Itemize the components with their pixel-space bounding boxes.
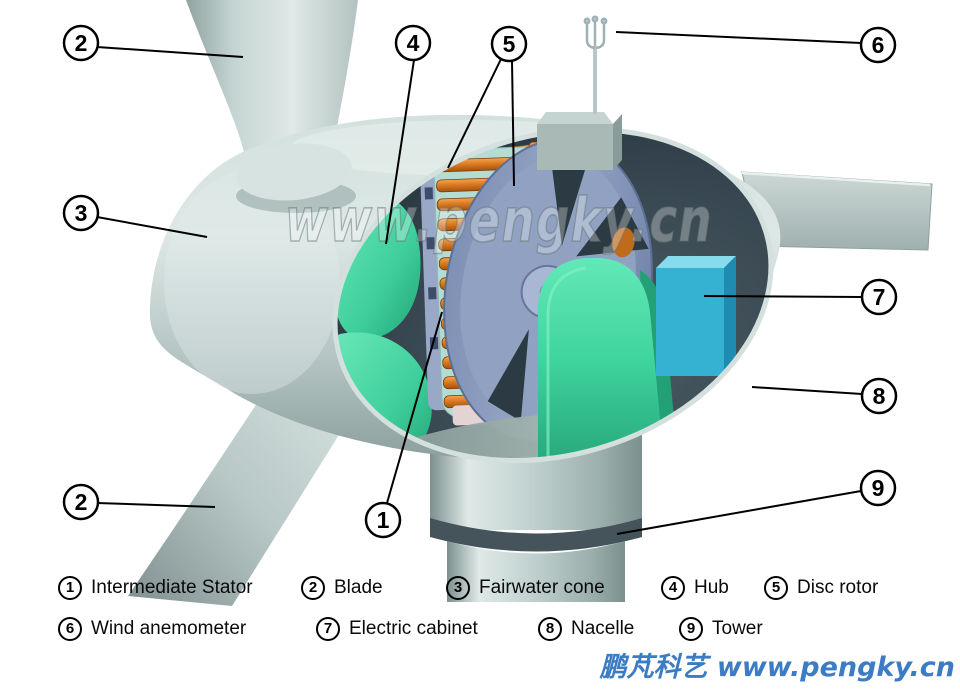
callout-blade-top: 2 (62, 24, 100, 62)
callout-line-blade-bottom (96, 502, 216, 508)
callout-line-cabinet (703, 295, 863, 298)
callout-blade-bottom: 2 (62, 483, 100, 521)
callout-line-cone (96, 216, 208, 238)
callout-number: 7 (873, 284, 886, 310)
legend-label-9: Tower (712, 617, 763, 639)
watermark-text: www.pengky.cn (285, 185, 713, 256)
callout-number: 1 (377, 507, 390, 533)
fairwater-cone (164, 170, 340, 394)
blade-rear-highlight (741, 171, 931, 187)
blade-collar (236, 143, 352, 201)
tower-flange (430, 518, 642, 552)
callout-line-stator (386, 311, 443, 504)
nacelle-opening-rim (332, 126, 774, 464)
callout-line-nacelle (751, 386, 863, 395)
legend-item-tower: 9 Tower (679, 616, 763, 641)
legend-item-electric-cabinet: 7 Electric cabinet (316, 616, 478, 641)
legend-num-9: 9 (679, 616, 703, 641)
callout-line-blade-top (96, 46, 244, 58)
legend-label-8: Nacelle (571, 617, 635, 639)
callout-number: 8 (873, 383, 886, 409)
legend-label-2: Blade (334, 576, 383, 598)
footer-brand: 鹏芃科艺 www.pengky.cn (599, 652, 955, 683)
legend-num-5: 5 (764, 575, 788, 600)
callout-nacelle: 8 (860, 377, 898, 415)
legend-label-1: Intermediate Stator (91, 576, 253, 598)
callout-disc-rotor: 5 (490, 25, 528, 63)
legend-item-hub: 4 Hub (661, 575, 729, 600)
callout-number: 3 (75, 200, 88, 226)
callout-number: 4 (407, 30, 420, 56)
callout-line-tower (616, 490, 862, 535)
legend-num-6: 6 (58, 616, 82, 641)
legend-num-8: 8 (538, 616, 562, 641)
callout-number: 2 (75, 30, 88, 56)
legend-item-blade: 2 Blade (301, 575, 383, 600)
legend-num-3: 3 (446, 575, 470, 600)
tower-lower (447, 541, 625, 602)
legend-item-fairwater-cone: 3 Fairwater cone (446, 575, 605, 600)
legend-num-2: 2 (301, 575, 325, 600)
callout-line-disc-right (511, 60, 515, 187)
callouts: 2 4 5 6 3 7 8 2 (62, 24, 898, 539)
legend-label-4: Hub (694, 576, 729, 598)
legend-label-3: Fairwater cone (479, 576, 605, 598)
legend-label-5: Disc rotor (797, 576, 879, 598)
legend-item-nacelle: 8 Nacelle (538, 616, 634, 641)
callout-number: 6 (872, 32, 885, 58)
legend-num-7: 7 (316, 616, 340, 641)
instrument-box (537, 112, 622, 170)
wind-anemometer-icon (583, 15, 608, 50)
callout-hub: 4 (394, 24, 432, 62)
legend-item-disc-rotor: 5 Disc rotor (764, 575, 878, 600)
callout-cone: 3 (62, 194, 100, 232)
callout-line-hub (385, 59, 415, 245)
legend-num-4: 4 (661, 575, 685, 600)
legend-label-6: Wind anemometer (91, 617, 247, 639)
callout-number: 5 (503, 31, 516, 57)
callout-stator: 1 (364, 501, 402, 539)
callout-cabinet: 7 (860, 278, 898, 316)
legend-item-intermediate-stator: 1 Intermediate Stator (58, 575, 253, 600)
callout-number: 9 (872, 475, 885, 501)
callout-tower: 9 (859, 469, 897, 507)
legend-label-7: Electric cabinet (349, 617, 478, 639)
legend-item-wind-anemometer: 6 Wind anemometer (58, 616, 246, 641)
callout-number: 2 (75, 489, 88, 515)
legend-num-1: 1 (58, 575, 82, 600)
callout-line-disc-left (447, 58, 502, 169)
callout-anemometer: 6 (859, 26, 897, 64)
callout-lines (96, 31, 863, 535)
electric-cabinet (656, 256, 736, 376)
callout-line-anemometer (615, 31, 862, 44)
